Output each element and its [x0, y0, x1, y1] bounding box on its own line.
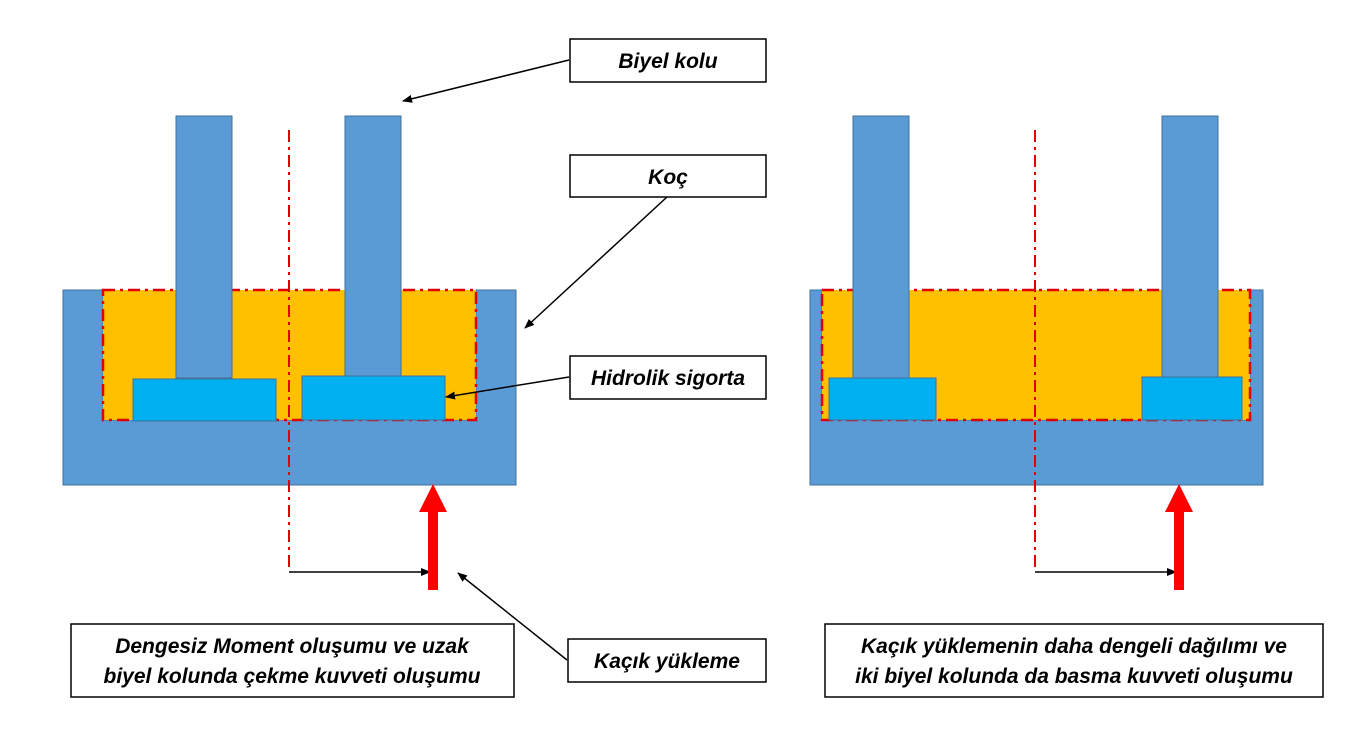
right-eccentric-force-arrow — [1165, 484, 1193, 590]
left-caption: Dengesiz Moment oluşumu ve uzak biyel ko… — [70, 623, 515, 698]
right-chamber-dashed-outline — [820, 288, 1252, 422]
label-hidrolik-sigorta: Hidrolik sigorta — [591, 367, 745, 390]
left-connecting-rod-1 — [175, 115, 233, 379]
left-hydraulic-fuse-2 — [301, 375, 446, 421]
callout-hidrolik-sigorta: Hidrolik sigorta — [569, 355, 767, 400]
left-caption-line-1: Dengesiz Moment oluşumu ve uzak — [115, 635, 470, 658]
callout-kacik-yukleme: Kaçık yükleme — [567, 638, 767, 683]
leader-hidrolik-sigorta — [445, 376, 570, 400]
label-kacik-yukleme: Kaçık yükleme — [594, 650, 740, 673]
leader-koc — [524, 196, 668, 329]
label-biyel-kolu: Biyel kolu — [618, 50, 717, 73]
leader-biyel-kolu — [402, 59, 570, 103]
right-connecting-rod-2 — [1161, 115, 1219, 379]
left-eccentric-force-arrow — [419, 484, 447, 590]
right-assembly — [809, 115, 1264, 590]
left-assembly — [62, 115, 517, 590]
right-connecting-rod-1 — [852, 115, 910, 379]
right-caption-line-1: Kaçık yüklemenin daha dengeli dağılımı v… — [861, 635, 1287, 658]
right-hydraulic-fuse-2 — [1141, 376, 1243, 421]
right-caption: Kaçık yüklemenin daha dengeli dağılımı v… — [824, 623, 1324, 698]
leader-kacik-yukleme — [457, 572, 568, 661]
left-caption-line-2: biyel kolunda çekme kuvveti oluşumu — [104, 665, 481, 688]
label-koc: Koç — [648, 166, 688, 189]
right-hydraulic-fuse-1 — [828, 377, 937, 421]
left-connecting-rod-2 — [344, 115, 402, 379]
callout-biyel-kolu: Biyel kolu — [569, 38, 767, 83]
right-caption-line-2: iki biyel kolunda da basma kuvveti oluşu… — [855, 665, 1293, 688]
left-hydraulic-fuse-1 — [132, 378, 277, 422]
callout-koc: Koç — [569, 154, 767, 198]
